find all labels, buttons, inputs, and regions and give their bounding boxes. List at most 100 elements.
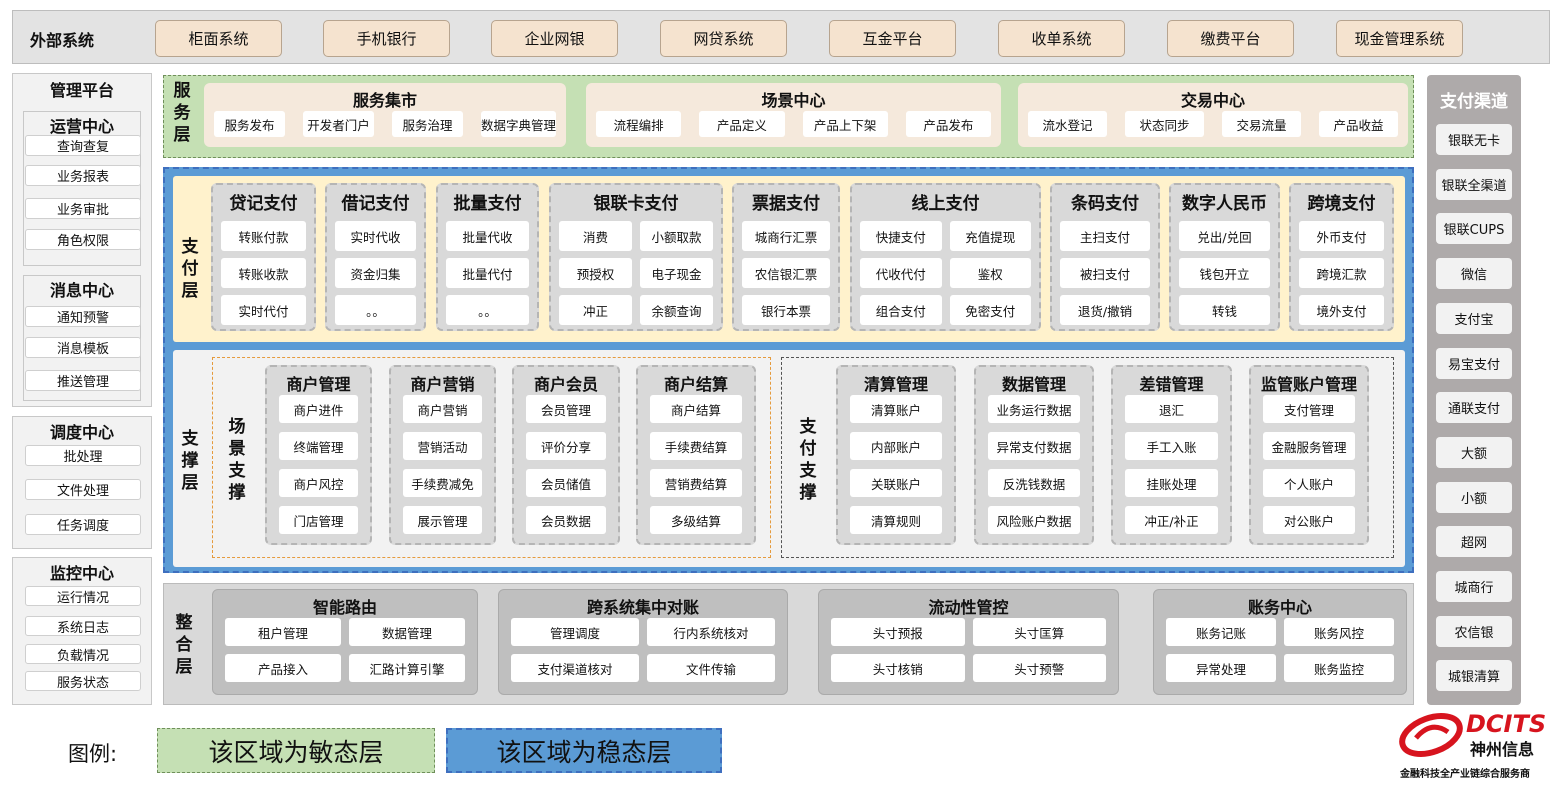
payment-support-group-item[interactable]: 冲正/补正 — [1125, 506, 1218, 534]
scene-support-group-item[interactable]: 营销费结算 — [650, 469, 742, 497]
service-group-item[interactable]: 开发者门户 — [302, 111, 374, 137]
monitoring-menu-item[interactable]: 负载情况 — [25, 644, 141, 664]
integration-group-item[interactable]: 行内系统核对 — [647, 618, 775, 646]
scene-support-group-item[interactable]: 手续费结算 — [650, 432, 742, 460]
payment-group-item[interactable]: 转账付款 — [221, 221, 306, 251]
scene-support-group-item[interactable]: 终端管理 — [279, 432, 358, 460]
payment-support-group-item[interactable]: 对公账户 — [1263, 506, 1355, 534]
payment-group-item[interactable]: 退货/撤销 — [1060, 295, 1150, 325]
external-system-button[interactable]: 手机银行 — [323, 20, 450, 57]
payment-channel-item[interactable]: 支付宝 — [1436, 302, 1512, 334]
payment-group-item[interactable]: 。。 — [335, 295, 416, 325]
service-group-item[interactable]: 数据字典管理 — [480, 111, 556, 137]
payment-support-group-item[interactable]: 支付管理 — [1263, 395, 1355, 423]
payment-group-item[interactable]: 预授权 — [559, 258, 632, 288]
integration-group-item[interactable]: 账务风控 — [1284, 618, 1394, 646]
scene-support-group-item[interactable]: 会员数据 — [526, 506, 606, 534]
message-menu-item[interactable]: 推送管理 — [25, 370, 141, 391]
payment-channel-item[interactable]: 微信 — [1436, 258, 1512, 290]
service-group-item[interactable]: 服务治理 — [391, 111, 463, 137]
service-group-item[interactable]: 服务发布 — [214, 111, 285, 137]
payment-support-group-item[interactable]: 异常支付数据 — [988, 432, 1080, 460]
payment-support-group-item[interactable]: 手工入账 — [1125, 432, 1218, 460]
payment-group-item[interactable]: 快捷支付 — [860, 221, 942, 251]
integration-group-item[interactable]: 租户管理 — [225, 618, 341, 646]
integration-group-item[interactable]: 汇路计算引擎 — [349, 654, 465, 682]
operations-menu-item[interactable]: 查询查复 — [25, 135, 141, 156]
payment-group-item[interactable]: 主扫支付 — [1060, 221, 1150, 251]
integration-group-item[interactable]: 账务监控 — [1284, 654, 1394, 682]
payment-group-item[interactable]: 代收代付 — [860, 258, 942, 288]
service-group-item[interactable]: 产品定义 — [699, 111, 785, 137]
payment-group-item[interactable]: 实时代收 — [335, 221, 416, 251]
integration-group-item[interactable]: 产品接入 — [225, 654, 341, 682]
payment-channel-item[interactable]: 银联CUPS — [1436, 213, 1512, 245]
integration-group-item[interactable]: 头寸预警 — [972, 654, 1106, 682]
payment-channel-item[interactable]: 大额 — [1436, 436, 1512, 468]
scene-support-group-item[interactable]: 会员储值 — [526, 469, 606, 497]
payment-channel-item[interactable]: 银联无卡 — [1436, 124, 1512, 155]
payment-support-group-item[interactable]: 挂账处理 — [1125, 469, 1218, 497]
payment-group-item[interactable]: 转钱 — [1179, 295, 1270, 325]
payment-group-item[interactable]: 跨境汇款 — [1299, 258, 1384, 288]
external-system-button[interactable]: 企业网银 — [491, 20, 618, 57]
scheduling-menu-item[interactable]: 任务调度 — [25, 514, 141, 535]
payment-channel-item[interactable]: 银联全渠道 — [1436, 168, 1512, 200]
scheduling-menu-item[interactable]: 文件处理 — [25, 479, 141, 500]
payment-group-item[interactable]: 资金归集 — [335, 258, 416, 288]
service-group-item[interactable]: 产品收益 — [1319, 111, 1398, 137]
scene-support-group-item[interactable]: 会员管理 — [526, 395, 606, 423]
service-group-item[interactable]: 状态同步 — [1125, 111, 1204, 137]
payment-support-group-item[interactable]: 风险账户数据 — [988, 506, 1080, 534]
operations-menu-item[interactable]: 业务审批 — [25, 198, 141, 219]
payment-channel-item[interactable]: 超网 — [1436, 526, 1512, 558]
scene-support-group-item[interactable]: 商户风控 — [279, 469, 358, 497]
payment-support-group-item[interactable]: 金融服务管理 — [1263, 432, 1355, 460]
payment-group-item[interactable]: 农信银汇票 — [742, 258, 830, 288]
operations-menu-item[interactable]: 业务报表 — [25, 165, 141, 186]
integration-group-item[interactable]: 头寸匡算 — [972, 618, 1106, 646]
payment-group-item[interactable]: 电子现金 — [640, 258, 713, 288]
payment-group-item[interactable]: 组合支付 — [860, 295, 942, 325]
scene-support-group-item[interactable]: 展示管理 — [403, 506, 482, 534]
scene-support-group-item[interactable]: 商户营销 — [403, 395, 482, 423]
external-system-button[interactable]: 互金平台 — [829, 20, 956, 57]
operations-menu-item[interactable]: 角色权限 — [25, 229, 141, 250]
external-system-button[interactable]: 柜面系统 — [155, 20, 282, 57]
external-system-button[interactable]: 缴费平台 — [1167, 20, 1294, 57]
service-group-item[interactable]: 流程编排 — [596, 111, 682, 137]
payment-support-group-item[interactable]: 退汇 — [1125, 395, 1218, 423]
scene-support-group-item[interactable]: 评价分享 — [526, 432, 606, 460]
external-system-button[interactable]: 网贷系统 — [660, 20, 787, 57]
payment-channel-item[interactable]: 农信银 — [1436, 615, 1512, 647]
payment-group-item[interactable]: 消费 — [559, 221, 632, 251]
integration-group-item[interactable]: 头寸预报 — [831, 618, 965, 646]
integration-group-item[interactable]: 账务记账 — [1166, 618, 1276, 646]
payment-group-item[interactable]: 转账收款 — [221, 258, 306, 288]
payment-support-group-item[interactable]: 业务运行数据 — [988, 395, 1080, 423]
payment-channel-item[interactable]: 小额 — [1436, 481, 1512, 513]
payment-group-item[interactable]: 充值提现 — [949, 221, 1031, 251]
integration-group-item[interactable]: 文件传输 — [647, 654, 775, 682]
external-system-button[interactable]: 现金管理系统 — [1336, 20, 1463, 57]
payment-support-group-item[interactable]: 个人账户 — [1263, 469, 1355, 497]
payment-channel-item[interactable]: 城商行 — [1436, 571, 1512, 602]
monitoring-menu-item[interactable]: 运行情况 — [25, 586, 141, 606]
payment-group-item[interactable]: 余额查询 — [640, 295, 713, 325]
monitoring-menu-item[interactable]: 服务状态 — [25, 671, 141, 691]
service-group-item[interactable]: 产品上下架 — [802, 111, 888, 137]
payment-channel-item[interactable]: 易宝支付 — [1436, 347, 1512, 379]
payment-group-item[interactable]: 银行本票 — [742, 295, 830, 325]
integration-group-item[interactable]: 数据管理 — [349, 618, 465, 646]
payment-group-item[interactable]: 小额取款 — [640, 221, 713, 251]
integration-group-item[interactable]: 支付渠道核对 — [511, 654, 639, 682]
payment-group-item[interactable]: 城商行汇票 — [742, 221, 830, 251]
payment-group-item[interactable]: 批量代付 — [446, 258, 529, 288]
payment-group-item[interactable]: 免密支付 — [949, 295, 1031, 325]
payment-support-group-item[interactable]: 清算规则 — [850, 506, 942, 534]
payment-group-item[interactable]: 外币支付 — [1299, 221, 1384, 251]
message-menu-item[interactable]: 消息模板 — [25, 337, 141, 358]
scene-support-group-item[interactable]: 营销活动 — [403, 432, 482, 460]
payment-group-item[interactable]: 境外支付 — [1299, 295, 1384, 325]
monitoring-menu-item[interactable]: 系统日志 — [25, 616, 141, 636]
